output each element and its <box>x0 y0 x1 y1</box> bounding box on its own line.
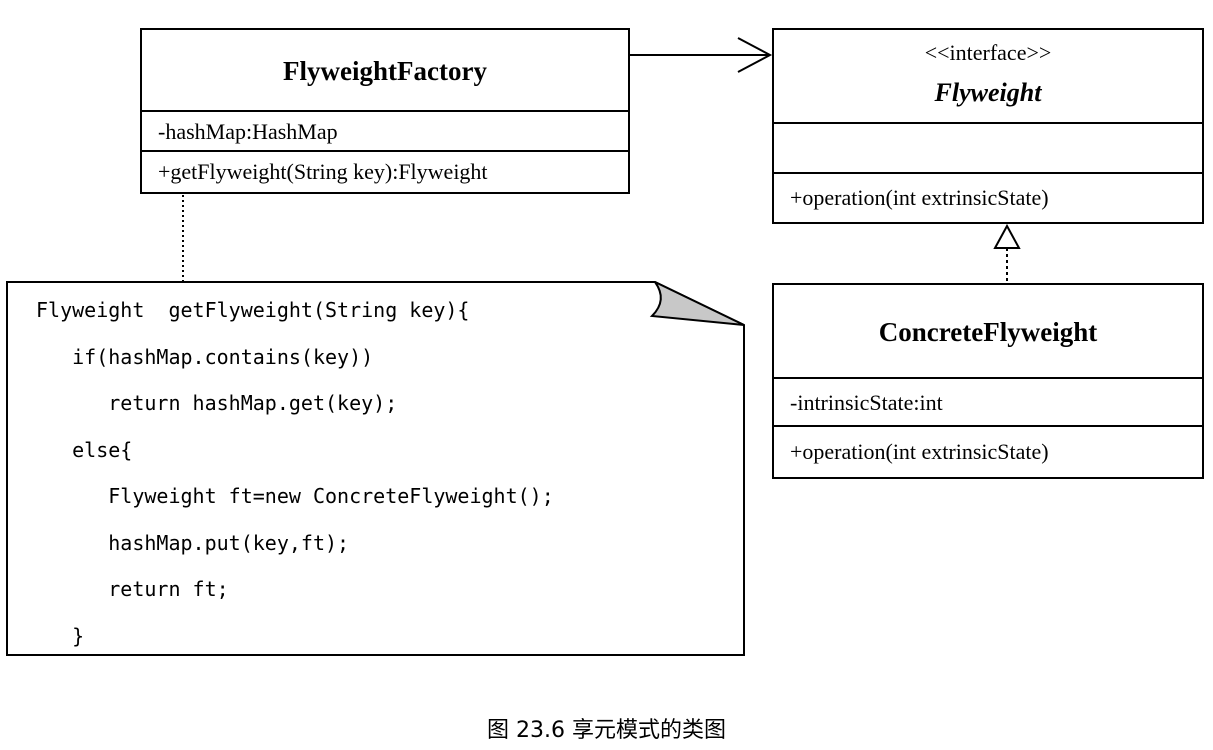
code-line: return ft; <box>36 577 229 601</box>
code-line: return hashMap.get(key); <box>36 391 398 415</box>
code-line: if(hashMap.contains(key)) <box>36 344 374 369</box>
interface-stereotype: <<interface>> <box>924 40 1052 65</box>
realization-triangle <box>993 223 1021 249</box>
flyweight-operation: +operation(int extrinsicState) <box>790 185 1049 210</box>
code-line: else{ <box>36 437 133 462</box>
concrete-operation: +operation(int extrinsicState) <box>790 439 1049 464</box>
association-arrowhead <box>737 37 773 73</box>
interface-name: Flyweight <box>934 78 1042 107</box>
factory-operation: +getFlyweight(String key):Flyweight <box>158 159 488 184</box>
figure-caption: 图 23.6 享元模式的类图 <box>487 718 726 743</box>
flyweight-interface: <<interface>> Flyweight +operation(int e… <box>772 28 1204 224</box>
code-line: Flyweight ft=new ConcreteFlyweight(); <box>36 484 554 508</box>
code-line: } <box>36 623 85 648</box>
flyweight-attributes-empty <box>774 124 1202 174</box>
note-code-block: Flyweight getFlyweight(String key){ if(h… <box>36 292 554 664</box>
concrete-flyweight-class: ConcreteFlyweight -intrinsicState:int +o… <box>772 283 1204 479</box>
concrete-class-name: ConcreteFlyweight <box>774 285 1202 379</box>
code-line: Flyweight getFlyweight(String key){ <box>36 298 470 322</box>
flyweight-header: <<interface>> Flyweight <box>774 30 1202 124</box>
code-line: hashMap.put(key,ft); <box>36 530 350 555</box>
note-fold <box>649 281 745 326</box>
concrete-attribute: -intrinsicState:int <box>774 379 1202 427</box>
note-box <box>6 281 745 656</box>
factory-class-name: FlyweightFactory <box>142 30 628 112</box>
flyweight-factory-class: FlyweightFactory -hashMap:HashMap +getFl… <box>140 28 630 194</box>
factory-attribute: -hashMap:HashMap <box>142 112 628 152</box>
